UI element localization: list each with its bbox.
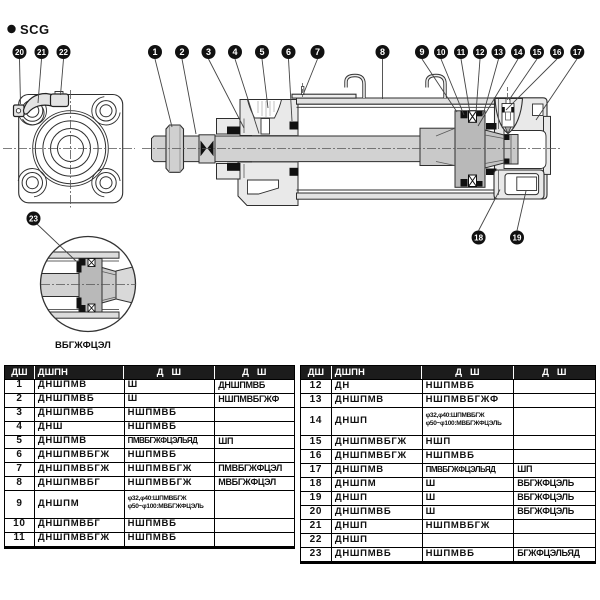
svg-text:13: 13	[494, 48, 503, 57]
svg-text:5: 5	[259, 47, 264, 57]
svg-text:19: 19	[513, 234, 522, 243]
svg-text:2: 2	[179, 47, 184, 57]
svg-text:7: 7	[315, 47, 320, 57]
svg-text:6: 6	[286, 47, 291, 57]
svg-text:1: 1	[152, 47, 157, 57]
svg-text:21: 21	[37, 48, 46, 57]
svg-text:12: 12	[476, 48, 485, 57]
svg-text:22: 22	[59, 48, 68, 57]
svg-text:9: 9	[419, 47, 424, 57]
svg-text:10: 10	[437, 48, 446, 57]
svg-text:14: 14	[514, 48, 523, 57]
svg-text:15: 15	[533, 48, 542, 57]
svg-text:8: 8	[380, 47, 385, 57]
svg-text:4: 4	[232, 47, 237, 57]
svg-text:17: 17	[573, 48, 582, 57]
svg-text:11: 11	[457, 48, 466, 57]
svg-text:23: 23	[29, 215, 38, 224]
svg-text:3: 3	[206, 47, 211, 57]
svg-text:20: 20	[15, 48, 24, 57]
svg-text:16: 16	[553, 48, 562, 57]
svg-text:18: 18	[474, 234, 483, 243]
